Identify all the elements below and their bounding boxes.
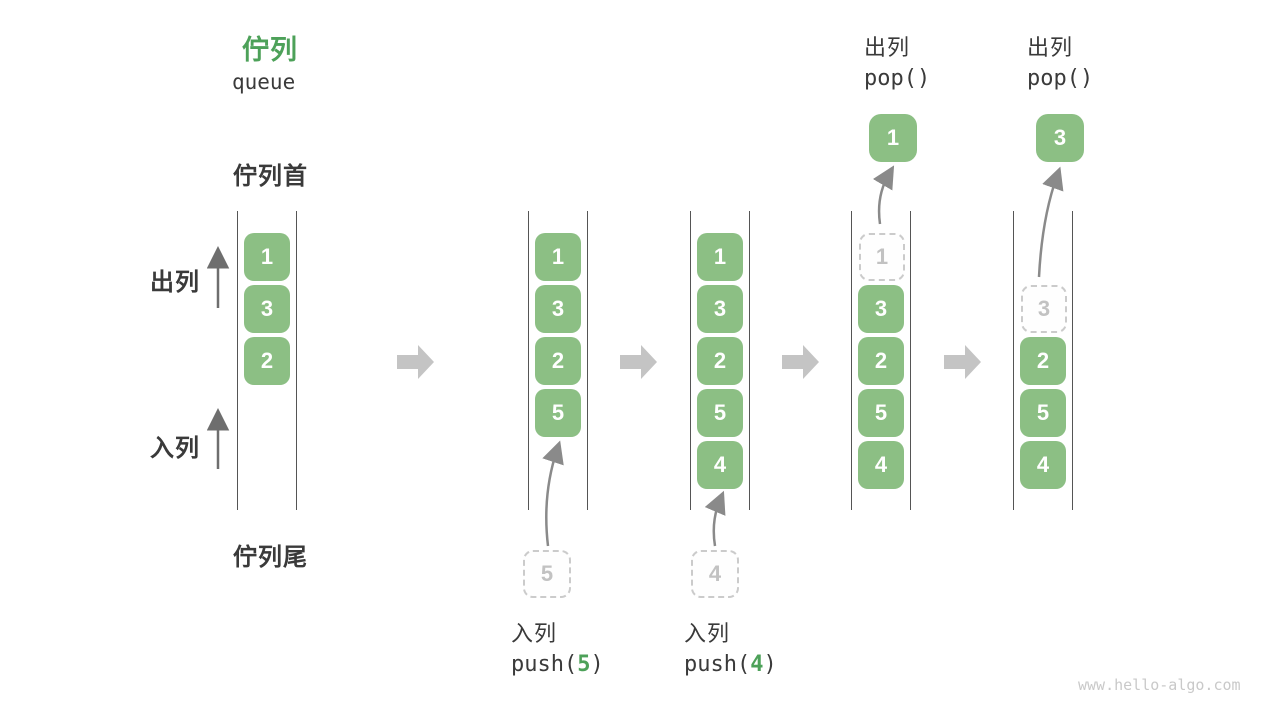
diagram-title-zh: 佇列 xyxy=(242,35,298,65)
queue-item: 1 xyxy=(535,233,581,281)
queue-item: 3 xyxy=(535,285,581,333)
queue-item: 1 xyxy=(697,233,743,281)
queue-item-ghost: 1 xyxy=(859,233,905,281)
push-code-prefix: push( xyxy=(511,652,578,677)
queue-item: 3 xyxy=(244,285,290,333)
queue-item: 3 xyxy=(858,285,904,333)
queue-rear-label: 佇列尾 xyxy=(233,544,308,571)
step-arrow-icon xyxy=(397,345,434,379)
queue-item: 4 xyxy=(697,441,743,489)
queue-front-label: 佇列首 xyxy=(233,163,308,190)
pop-op-label: 出列 xyxy=(1027,35,1074,60)
popped-item: 3 xyxy=(1036,114,1084,162)
staged-item: 5 xyxy=(523,550,571,598)
popped-item: 1 xyxy=(869,114,917,162)
step-arrow-icon xyxy=(620,345,657,379)
push-op-label: 入列 xyxy=(684,621,731,646)
diagram-title-en: queue xyxy=(232,70,296,94)
queue-item: 1 xyxy=(244,233,290,281)
enqueue-side-label: 入列 xyxy=(150,435,200,462)
queue-item-ghost: 3 xyxy=(1021,285,1067,333)
step-arrow-icon xyxy=(782,345,819,379)
step-arrow-icon xyxy=(944,345,981,379)
queue-item: 2 xyxy=(1020,337,1066,385)
push-op-code: push(5) xyxy=(511,652,604,677)
queue-item: 2 xyxy=(244,337,290,385)
watermark: www.hello-algo.com xyxy=(1078,676,1241,694)
staged-item: 4 xyxy=(691,550,739,598)
queue-item: 3 xyxy=(697,285,743,333)
push-code-prefix: push( xyxy=(684,652,751,677)
push-op-code: push(4) xyxy=(684,652,777,677)
queue-item: 5 xyxy=(858,389,904,437)
queue-item: 2 xyxy=(858,337,904,385)
queue-item: 5 xyxy=(697,389,743,437)
queue-item: 2 xyxy=(535,337,581,385)
push-code-arg: 5 xyxy=(577,652,591,677)
push-op-label: 入列 xyxy=(511,621,558,646)
queue-item: 5 xyxy=(1020,389,1066,437)
queue-item: 5 xyxy=(535,389,581,437)
pop-op-label: 出列 xyxy=(864,35,911,60)
queue-item: 4 xyxy=(858,441,904,489)
dequeue-side-label: 出列 xyxy=(150,269,200,296)
pop-op-code: pop() xyxy=(864,66,931,91)
queue-item: 2 xyxy=(697,337,743,385)
queue-item: 4 xyxy=(1020,441,1066,489)
push-code-suffix: ) xyxy=(763,652,777,677)
pop-op-code: pop() xyxy=(1027,66,1094,91)
push-code-suffix: ) xyxy=(590,652,604,677)
push-code-arg: 4 xyxy=(750,652,764,677)
